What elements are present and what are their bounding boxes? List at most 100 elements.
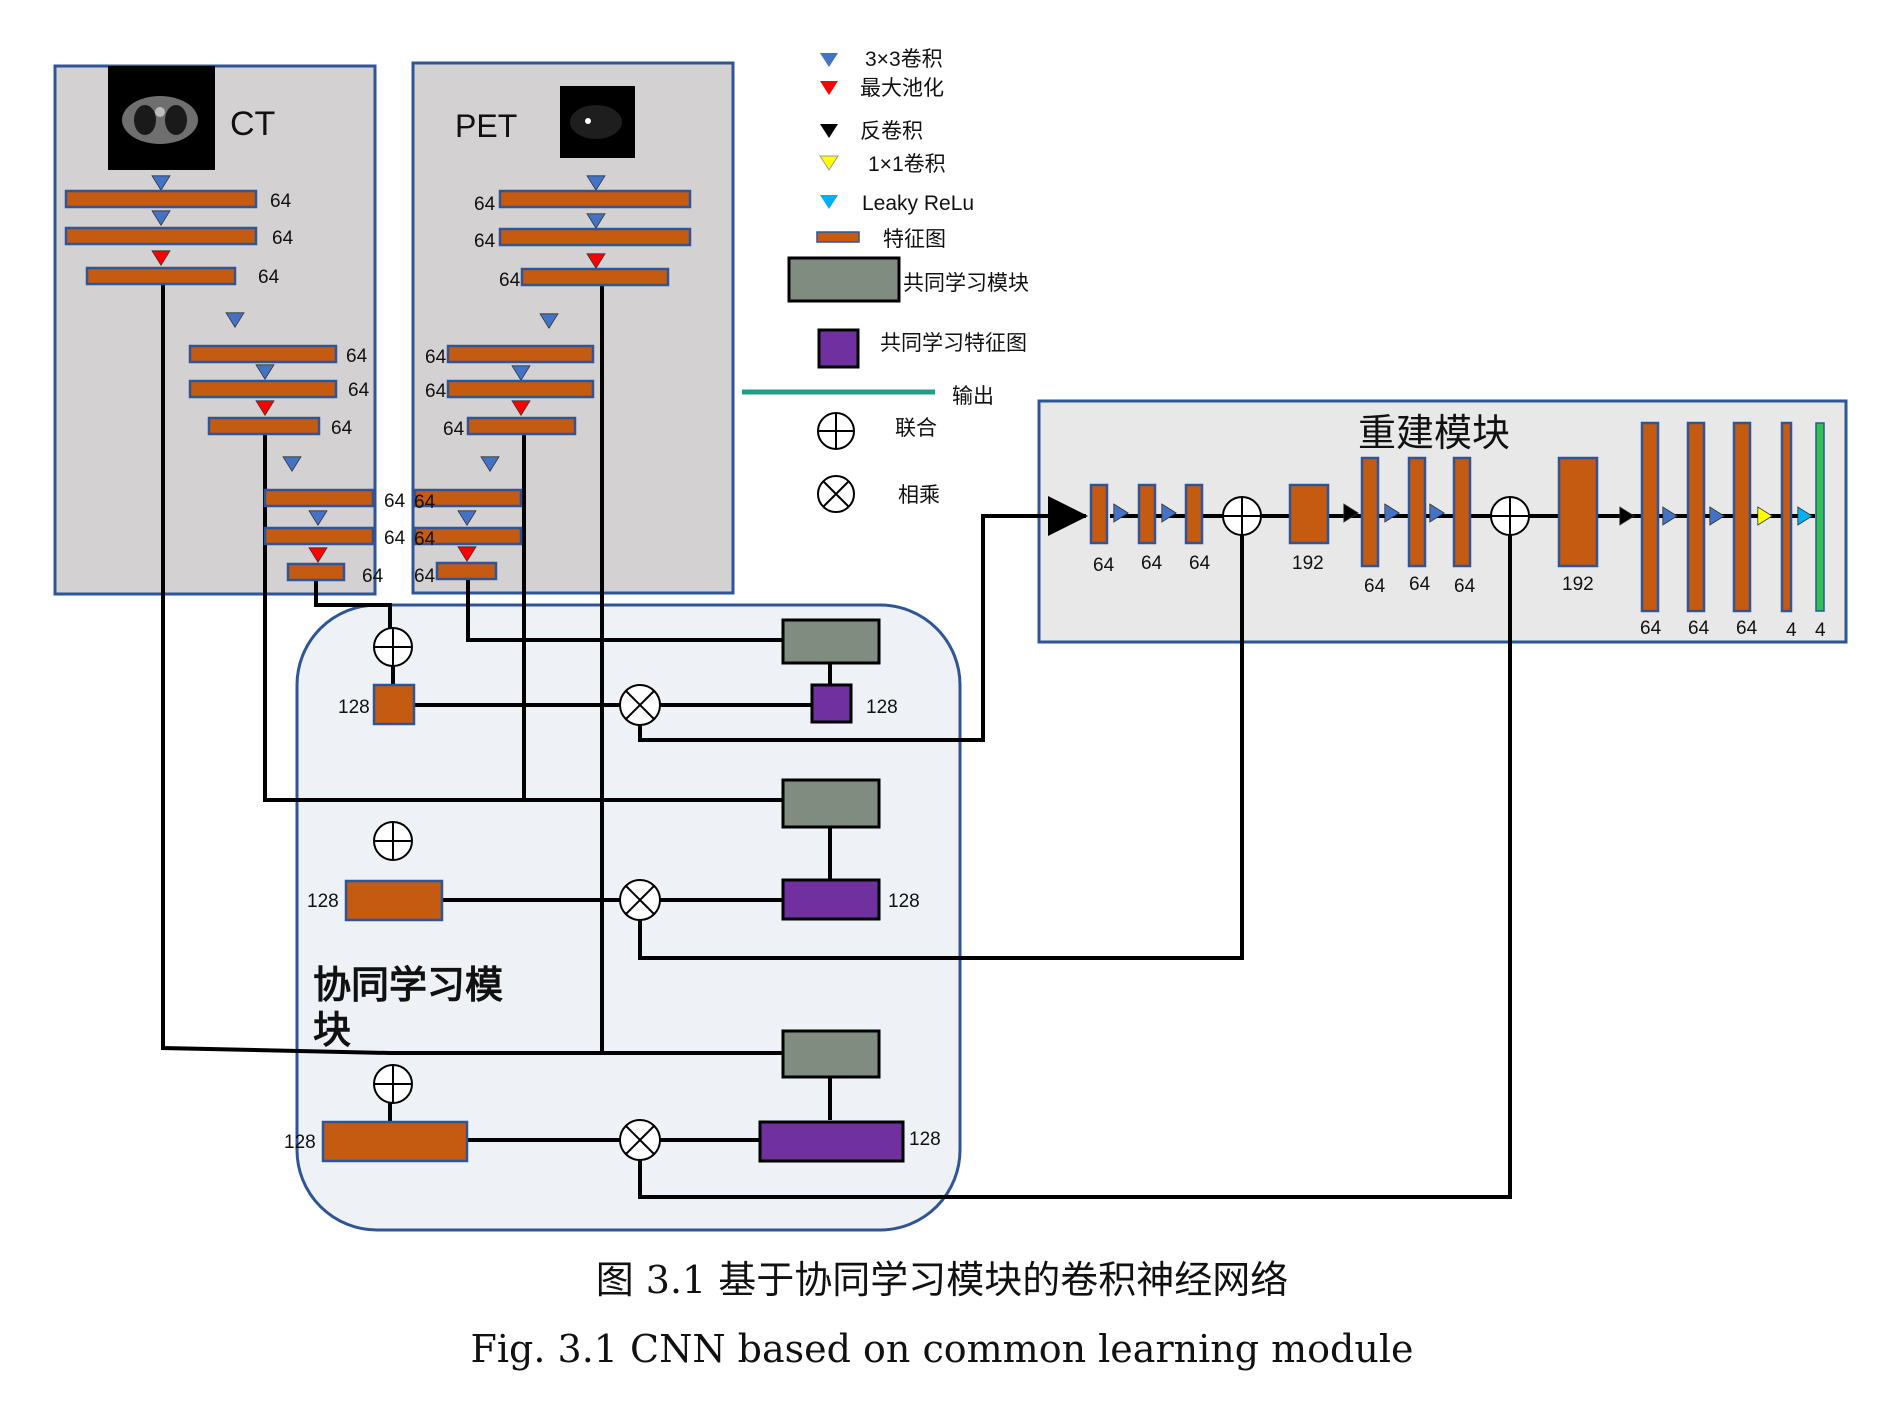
caption-zh: 图 3.1 基于协同学习模块的卷积神经网络 — [596, 1258, 1289, 1302]
ct-feature-2 — [64, 226, 258, 246]
recon-feature-2 — [1137, 483, 1157, 545]
ct-title: CT — [230, 105, 275, 143]
colearn-title-line2: 块 — [313, 1010, 351, 1052]
recon-label-8: 192 — [1562, 574, 1594, 595]
common-module-legend-icon — [787, 256, 901, 303]
colearn-label-6: 128 — [909, 1129, 941, 1150]
ct-feature-8 — [263, 526, 375, 546]
pet-label-6: 64 — [443, 419, 465, 440]
colearn-label-4: 128 — [888, 891, 920, 912]
ct-conv-4 — [255, 364, 275, 380]
ct-label-6: 64 — [331, 418, 353, 439]
multiply-2-stroke-1 — [625, 885, 655, 915]
pet-title: PET — [455, 108, 517, 144]
colearn-label-2: 128 — [866, 697, 898, 718]
ct-label-5: 64 — [348, 380, 370, 401]
recon-feature-4 — [1288, 483, 1330, 545]
recon-conv-2 — [1161, 503, 1177, 523]
common-module-1 — [781, 618, 881, 665]
recon-feature-8 — [1557, 456, 1599, 568]
ct-pool-1 — [151, 250, 171, 266]
union-2 — [373, 821, 413, 861]
common-module-3 — [781, 1029, 881, 1079]
legend-conv1-label: 1×1卷积 — [868, 153, 946, 176]
ct-feature-1 — [64, 189, 258, 209]
ct-pool-3 — [308, 547, 328, 563]
ct-label-2: 64 — [272, 228, 294, 249]
recon-feature-6 — [1407, 456, 1427, 568]
colearn-label-3: 128 — [307, 891, 339, 912]
pet-feature-3 — [520, 267, 670, 287]
multiply-legend-icon — [817, 475, 855, 513]
pet-feature-7 — [413, 488, 523, 508]
caption-en: Fig. 3.1 CNN based on common learning mo… — [471, 1327, 1414, 1371]
multiply-3 — [619, 1119, 661, 1161]
ct-label-7: 64 — [384, 491, 406, 512]
legend-feature-map-label: 特征图 — [883, 228, 946, 251]
recon-conv-3 — [1384, 503, 1400, 523]
connector-lines — [161, 276, 1815, 1199]
pet-feature-8 — [413, 526, 523, 546]
pet-pool-2 — [511, 400, 531, 416]
recon-conv-1 — [1113, 503, 1129, 523]
recon-label-12: 4 — [1786, 620, 1797, 641]
ct-feature-3 — [85, 266, 237, 286]
recon-union-2 — [1490, 496, 1530, 536]
legend-common-feature-label: 共同学习特征图 — [880, 332, 1027, 355]
pet-pool-1 — [586, 253, 606, 269]
recon-output-bar — [1815, 422, 1825, 612]
ct-label-1: 64 — [270, 191, 292, 212]
recon-deconv-1 — [1343, 503, 1359, 523]
colearn-label-5: 128 — [284, 1132, 316, 1153]
ct-feature-7 — [263, 488, 375, 508]
colearn-label-1: 128 — [338, 697, 370, 718]
ct-label-9: 64 — [362, 566, 384, 587]
recon-label-2: 64 — [1141, 553, 1163, 574]
ct-label-4: 64 — [346, 346, 368, 367]
pet-feature-6 — [466, 416, 577, 436]
pet-conv-2 — [586, 213, 606, 229]
fused-feature-1 — [372, 683, 416, 726]
recon-feature-10 — [1686, 421, 1706, 613]
recon-label-7: 64 — [1454, 576, 1476, 597]
pet-feature-2 — [498, 227, 692, 247]
common-feature-2 — [781, 878, 881, 921]
recon-label-3: 64 — [1189, 553, 1211, 574]
pet-label-7: 64 — [414, 492, 436, 513]
concat-legend-icon — [817, 412, 855, 450]
recon-feature-11 — [1732, 421, 1752, 613]
pet-label-4: 64 — [425, 347, 447, 368]
ct-feature-5 — [188, 379, 338, 399]
pet-scan-image — [560, 86, 635, 158]
recon-feature-3 — [1184, 483, 1204, 545]
feature-map-legend-icon — [816, 231, 860, 243]
pet-conv-1 — [586, 175, 606, 191]
legend-output-label: 输出 — [952, 385, 994, 408]
recon-label-6: 64 — [1409, 574, 1431, 595]
ct-feature-6 — [207, 416, 321, 436]
ct-conv-5 — [282, 456, 302, 472]
union-3 — [373, 1064, 413, 1104]
ct-label-3: 64 — [258, 267, 280, 288]
recon-title: 重建模块 — [1358, 413, 1510, 455]
deconv-legend-icon — [820, 124, 838, 138]
recon-label-10: 64 — [1688, 618, 1710, 639]
recon-feature-1 — [1089, 483, 1109, 545]
pet-conv-5 — [480, 456, 500, 472]
ct-conv-3 — [225, 312, 245, 328]
pet-label-5: 64 — [425, 381, 447, 402]
pet-feature-5 — [446, 379, 595, 399]
recon-feature-7 — [1452, 456, 1472, 568]
legend: 3×3卷积 最大池化 反卷积 1×1卷积 Leaky ReLu 特征图 共同学习… — [742, 48, 1029, 513]
recon-feature-9 — [1640, 421, 1660, 613]
fused-feature-2 — [344, 879, 444, 922]
pet-label-2: 64 — [474, 231, 496, 252]
recon-deconv-2 — [1619, 506, 1635, 526]
ct-scan-image — [108, 66, 215, 170]
common-module-2 — [781, 778, 881, 829]
recon-union-1 — [1222, 496, 1262, 536]
pet-label-1: 64 — [474, 194, 496, 215]
ct-feature-4 — [188, 344, 338, 364]
recon-feature-12 — [1780, 421, 1793, 613]
